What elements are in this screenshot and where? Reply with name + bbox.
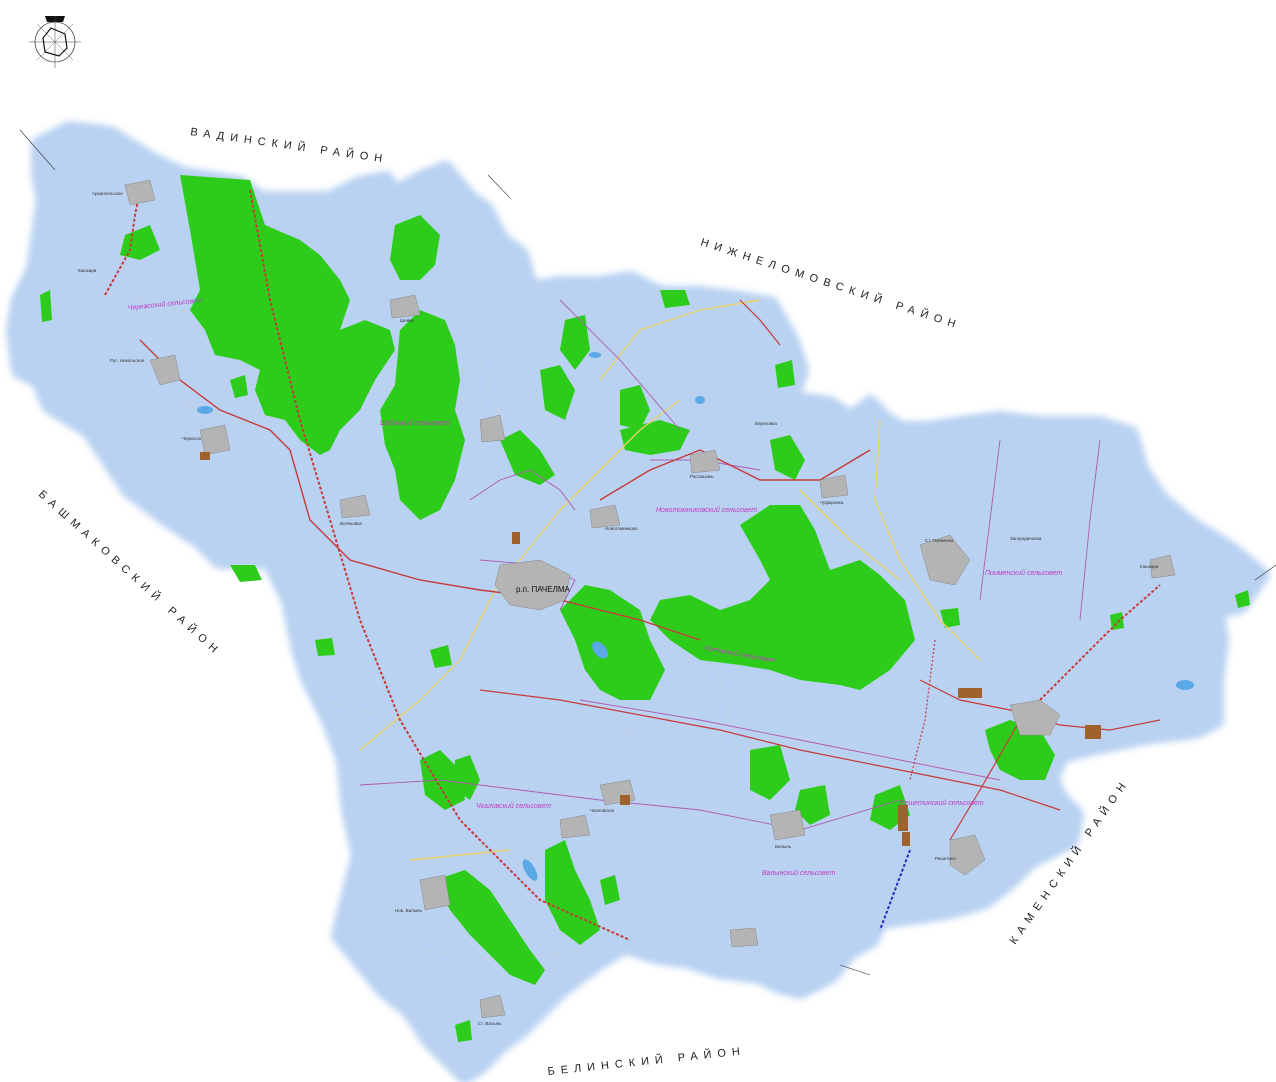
sel-sovet-label: Шейнский сельсовет	[380, 419, 450, 427]
forest-central	[560, 585, 665, 700]
neighbor-lines	[19, 129, 1276, 976]
forest-east-center	[650, 505, 915, 690]
neighbor-district-north: ВАДИНСКИЙ РАЙОН	[190, 125, 389, 166]
compass-rose-icon	[29, 16, 81, 68]
village-label: Волчковка	[340, 521, 362, 526]
forest-misc-7	[600, 875, 620, 905]
industrial-zones	[200, 452, 1101, 846]
forest-mid-5	[560, 315, 590, 370]
forest-misc-6	[430, 645, 452, 668]
water-bodies	[197, 352, 1194, 881]
forest-south	[435, 870, 545, 985]
village-label: Валынь	[775, 844, 792, 849]
village-label: Ст. Валынь	[478, 1021, 502, 1026]
forest-south-center-3	[750, 745, 790, 800]
forest-west-2	[40, 290, 52, 322]
railway-south	[879, 849, 911, 931]
forest-areas	[40, 175, 1250, 1042]
forest-northwest	[180, 175, 395, 455]
sel-sovet-label: Чкаловский сельсовет	[476, 802, 551, 810]
village-label: Рассказань	[690, 474, 714, 479]
forest-central-north	[380, 310, 465, 520]
forest-misc-1	[770, 435, 805, 480]
village-label: Березовка	[755, 421, 777, 426]
forest-mid-3	[500, 430, 555, 485]
forest-misc-11	[775, 360, 795, 388]
sel-sovet-label: Поименский сельсовет	[985, 569, 1062, 577]
forest-mid-2	[620, 420, 690, 455]
forest-mid-1	[620, 385, 650, 430]
village-label: Рус. Никольское	[110, 358, 145, 363]
forest-south-center-2	[455, 755, 480, 800]
forest-misc-2	[1110, 612, 1124, 630]
village-label: Шейно	[400, 317, 415, 323]
roads-secondary	[359, 299, 981, 861]
village-label: Нов. Валынь	[395, 908, 422, 913]
village-label: Решетино	[935, 856, 956, 861]
forest-misc-4	[660, 290, 690, 308]
village-label: Архангельское	[92, 191, 123, 196]
forest-misc-9	[230, 375, 248, 398]
forest-misc-8	[455, 1020, 472, 1042]
village-label: Загородиновка	[1010, 536, 1042, 541]
village-label: Ст. Поименка	[925, 538, 954, 543]
forest-north-patch	[390, 215, 440, 280]
village-label: Чкаловское	[590, 808, 615, 813]
village-labels: Архангельское Кашкари Рус. Никольское Че…	[78, 191, 1159, 1026]
village-label: Черкасск	[182, 436, 201, 441]
village-label: Кашкари	[1140, 564, 1159, 569]
forest-south-center-4	[795, 785, 830, 825]
sel-sovet-label: Валынский сельсовет	[762, 869, 835, 877]
settlements	[124, 179, 1176, 1019]
forest-west-3	[230, 565, 262, 582]
neighbor-district-south: БЕЛИНСКИЙ РАЙОН	[547, 1044, 746, 1078]
sel-sovet-label: Новотомниковский сельсовет	[656, 506, 757, 514]
village-label: Чуфаровка	[820, 500, 844, 505]
center-town-label: р.п. ПАЧЕЛМА	[516, 585, 570, 594]
forest-misc-3	[1235, 590, 1250, 608]
forest-misc-10	[940, 608, 960, 628]
village-label: Кашкари	[78, 268, 97, 273]
forest-mid-4	[540, 365, 575, 420]
forest-south-2	[545, 840, 600, 945]
sel-sovet-label: Решетинский сельсовет	[900, 799, 984, 807]
village-label: Новотомниково	[605, 526, 638, 531]
forest-misc-5	[315, 638, 335, 656]
